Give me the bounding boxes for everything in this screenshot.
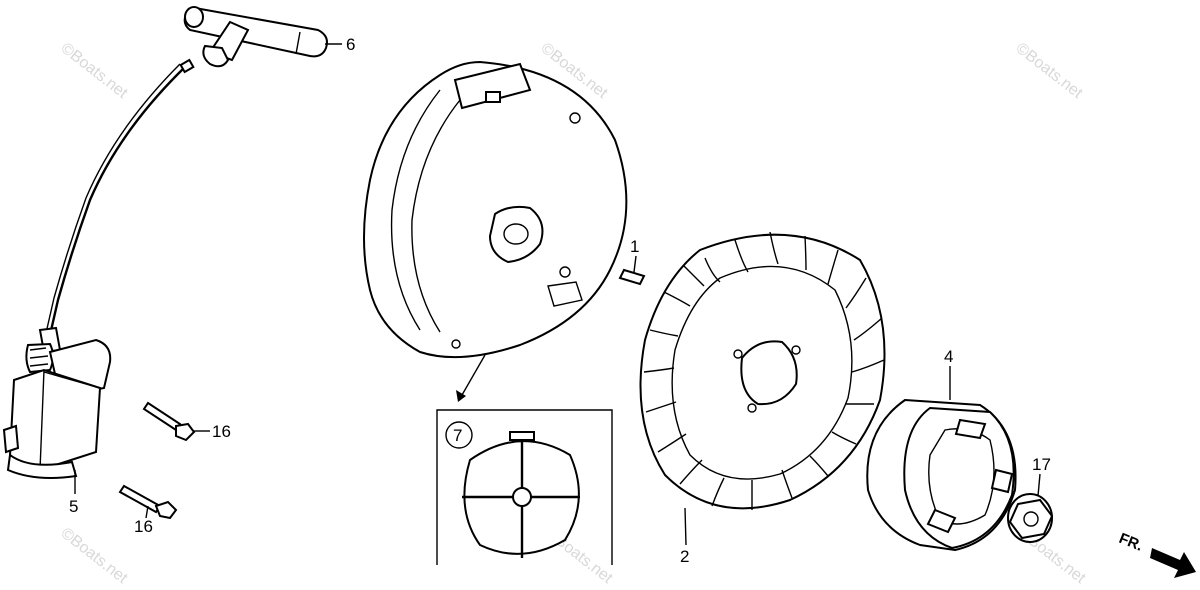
watermark: ©Boats.net	[1013, 40, 1086, 103]
high-tension-wire[interactable]	[48, 65, 187, 336]
fr-label: FR.	[1117, 530, 1146, 555]
ignition-coil[interactable]	[2, 326, 112, 479]
fr-arrow-icon	[1150, 548, 1196, 578]
exciter-coil-7[interactable]	[462, 431, 580, 558]
part-number-2: 2	[680, 547, 689, 566]
flywheel-cover[interactable]	[363, 60, 628, 359]
part-number-6: 6	[346, 35, 355, 54]
part-number-16-upper: 16	[212, 422, 231, 441]
woodruff-key[interactable]	[618, 268, 646, 286]
part-number-7: 7	[453, 426, 462, 445]
bolt-16-upper[interactable]	[142, 401, 196, 442]
flywheel-nut[interactable]	[1007, 493, 1054, 543]
part-number-1: 1	[630, 237, 639, 256]
part-number-16-lower: 16	[134, 517, 153, 536]
spark-plug-cap[interactable]	[183, 6, 328, 68]
part-number-5: 5	[69, 497, 78, 516]
part-number-4: 4	[944, 347, 953, 366]
leader-line-7	[461, 354, 486, 396]
flywheel[interactable]	[639, 231, 886, 510]
part-number-17: 17	[1032, 455, 1051, 474]
watermark: ©Boats.net	[58, 525, 131, 588]
front-direction-marker: FR.	[1117, 530, 1196, 578]
leader-arrow-7	[456, 390, 466, 402]
callouts: 6 1 2 4 17 5 16 16 7	[69, 35, 1051, 566]
starter-pulley[interactable]	[866, 398, 1017, 552]
inset-box-7	[436, 409, 613, 565]
bolt-16-lower[interactable]	[118, 484, 178, 520]
watermark: ©Boats.net	[58, 40, 131, 103]
